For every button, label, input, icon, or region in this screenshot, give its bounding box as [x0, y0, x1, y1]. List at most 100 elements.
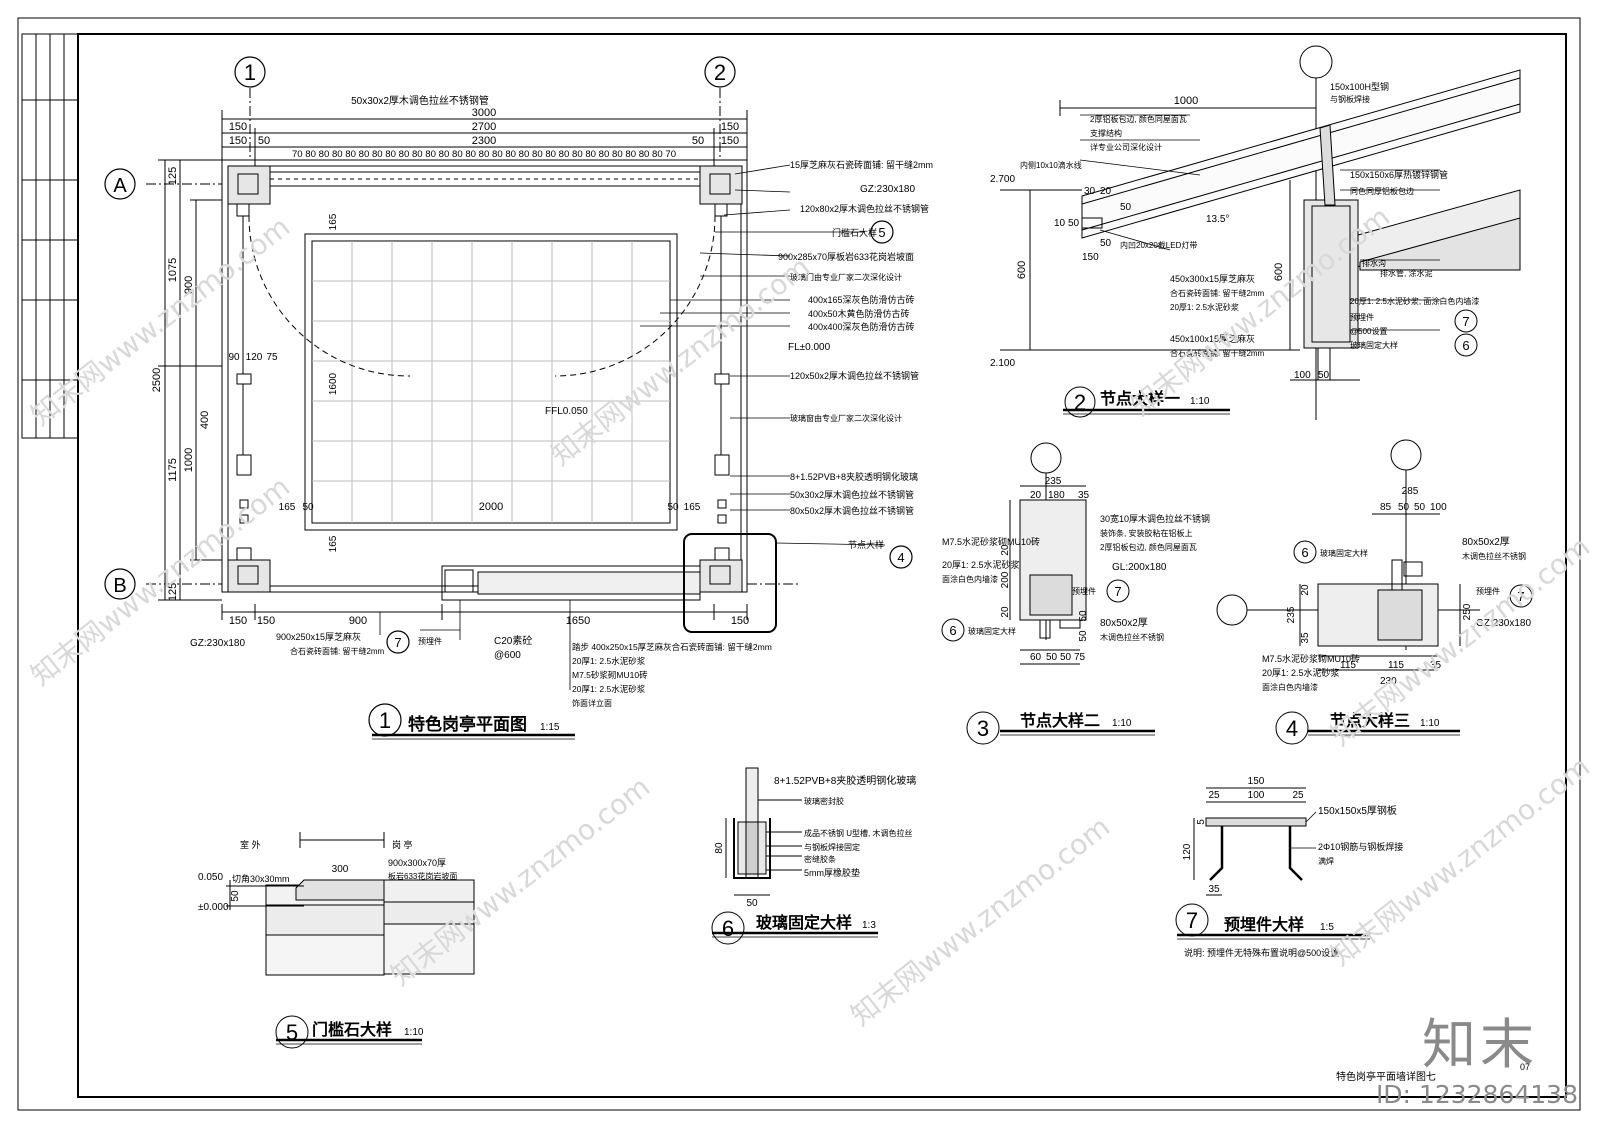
threshold-note-1: 板岩633花岗岩坡面 — [388, 871, 457, 881]
plan-dim-50-il: 50 — [302, 502, 314, 513]
glassfix-number: 6 — [722, 916, 734, 941]
threshold-level-0050: 0.050 — [198, 872, 223, 883]
node1-dim-50d: 50 — [1318, 370, 1330, 381]
node1-dim-50b: 50 — [1120, 202, 1132, 213]
plan-dim-1600: 1600 — [328, 372, 339, 395]
node2-drawing — [941, 442, 1155, 745]
node2-title: 节点大样二 — [1020, 711, 1100, 730]
glassfix-note-2: 成品不锈钢 U型槽, 木调色拉丝 — [804, 828, 912, 838]
node1-note-14: 合石瓷砖面铺: 留干缝2mm — [1170, 348, 1265, 358]
node1-note-13: 450x100x15厚芝麻灰 — [1170, 333, 1255, 344]
node3-dim-20: 20 — [1300, 584, 1311, 596]
plan-note-10: 玻璃窗由专业厂家二次深化设计 — [790, 413, 902, 423]
node2-note-r3: GL:200x180 — [1112, 562, 1167, 573]
glassfix-scale: 1:3 — [862, 920, 876, 931]
threshold-title: 门槛石大样 — [312, 1020, 392, 1039]
plan-drawing — [146, 88, 886, 740]
node1-note-16: 20厚1: 2.5水泥砂浆, 面涂白色内墙漆 — [1350, 296, 1479, 306]
node2-dim-235: 235 — [1045, 476, 1062, 487]
node2-dim-75: 75 — [1074, 652, 1086, 663]
node1-note-18: @500设置 — [1350, 326, 1387, 336]
plan-bnote-5: 踏步 400x250x15厚芝麻灰合石瓷砖面铺: 留干缝2mm — [572, 642, 772, 652]
node1-dim-150: 150 — [1082, 252, 1099, 263]
plan-note-7: 400x50木黄色防滑仿古砖 — [808, 308, 910, 319]
plan-scale: 1:15 — [540, 722, 560, 733]
glassfix-note-3: 与钢板焊接固定 — [804, 842, 860, 852]
plan-dim-75: 75 — [266, 352, 278, 363]
node2-dim-60: 60 — [1030, 652, 1042, 663]
node2-note-r4: 预埋件 — [1072, 586, 1096, 596]
node2-note-r6: 木调色拉丝不锈钢 — [1100, 632, 1164, 642]
node1-note-17: 预埋件 — [1350, 312, 1374, 322]
plan-dim-165-b: 165 — [328, 535, 339, 552]
plan-top-note: 50x30x2厚木调色拉丝不锈钢管 — [351, 94, 489, 107]
node3-dim-35: 35 — [1300, 632, 1311, 644]
plan-note-6: 400x165深灰色防滑仿古砖 — [808, 294, 915, 305]
embed-drawing — [1175, 787, 1370, 940]
node2-note-l1: 20厚1: 2.5水泥砂浆 — [942, 559, 1020, 570]
embed-dim-120: 120 — [1182, 843, 1193, 860]
glassfix-note-1: 玻璃密封胶 — [804, 796, 844, 806]
plan-bnote-9: 饰面详立面 — [572, 698, 612, 708]
node2-note-r2: 2厚铝板包边, 颜色同屋面瓦 — [1100, 542, 1197, 552]
node2-note-r1: 装饰条, 安装胶粘在铝板上 — [1100, 528, 1192, 538]
node1-note-15: 排水管, 涂水泥 — [1380, 268, 1432, 278]
node1-dim-50c: 50 — [1068, 218, 1080, 229]
node3-dim-115b: 115 — [1388, 660, 1404, 671]
glassfix-drawing — [711, 767, 878, 945]
plan-note-13: 80x50x2厚木调色拉丝不锈钢管 — [790, 505, 914, 516]
node1-dim-1000: 1000 — [1174, 95, 1198, 107]
node2-number: 3 — [977, 716, 989, 741]
node1-note-5: 内侧10x10滴水线 — [1020, 160, 1082, 170]
node1-dim-100: 100 — [1294, 370, 1311, 381]
node3-note-0: 玻璃固定大样 — [1320, 548, 1368, 558]
axis-row-b: B — [113, 575, 126, 597]
node1-drawing — [1000, 45, 1521, 420]
node3-note-2: 木调色拉丝不锈钢 — [1462, 551, 1526, 561]
embed-dim-100: 100 — [1248, 790, 1265, 801]
plan-note-2: 120x80x2厚木调色拉丝不锈钢管 — [800, 203, 929, 214]
node1-note-2: 2厚铝板包边, 颜色同屋面瓦 — [1090, 114, 1187, 124]
embed-note-2: 满焊 — [1318, 856, 1334, 866]
plan-dim-125-a: 125 — [167, 167, 179, 185]
plan-bnote-0: 900x250x15厚芝麻灰 — [276, 631, 361, 642]
node3-dim-250: 250 — [1462, 603, 1473, 620]
embed-dim-35: 35 — [1208, 884, 1220, 895]
plan-bnote-7: M7.5砂浆砌MU10砖 — [572, 670, 648, 680]
node1-note-1: 与钢板焊接 — [1330, 94, 1370, 104]
node3-scale: 1:10 — [1420, 718, 1440, 729]
plan-dim-1175: 1175 — [167, 458, 179, 482]
node2-dim-50d: 50 — [1060, 652, 1072, 663]
threshold-label-in: 岗 亭 — [392, 839, 413, 850]
node3-drawing — [1216, 439, 1533, 745]
plan-dim-1075: 1075 — [167, 258, 179, 282]
plan-note-11: 8+1.52PVB+8夹胶透明钢化玻璃 — [790, 471, 918, 482]
plan-ref-5: 5 — [878, 225, 885, 240]
threshold-drawing — [226, 832, 475, 1049]
glassfix-title: 玻璃固定大样 — [756, 913, 852, 932]
node3-dim-235: 235 — [1286, 606, 1297, 623]
glassfix-note-5: 5mm厚橡胶垫 — [804, 867, 860, 878]
outer-frame — [17, 17, 1581, 1111]
watermark-brand: 知末 — [1422, 1013, 1538, 1076]
node1-dim-angle: 13.5° — [1206, 214, 1229, 225]
plan-dim-150-tl2: 150 — [229, 135, 247, 147]
embed-note-1: 2Φ10钢筋与钢板焊接 — [1318, 841, 1403, 852]
node1-dim-600: 600 — [1016, 261, 1028, 279]
node1-note-7: 同色同厚铝板包边 — [1350, 186, 1414, 196]
node1-note-8: 内凹20x20截LED灯带 — [1120, 240, 1197, 250]
plan-bnote-8: 20厚1: 2.5水泥砂浆 — [572, 684, 646, 694]
embed-dim-25b: 25 — [1292, 790, 1304, 801]
plan-dim-50-ir: 50 — [667, 502, 679, 513]
node2-dim-50b: 50 — [1078, 630, 1089, 642]
title-block — [21, 33, 79, 439]
plan-dim-150-tl: 150 — [229, 121, 247, 133]
node1-dim-30: 30 — [1084, 186, 1096, 197]
node2-note-l3: 玻璃固定大样 — [968, 626, 1016, 636]
plan-note-1: GZ:230x180 — [860, 184, 915, 195]
plan-bdim-1650: 1650 — [566, 615, 590, 627]
node1-dim-10: 10 — [1054, 218, 1066, 229]
node1-note-3: 支撑结构 — [1090, 128, 1122, 138]
node3-note-5: M7.5水泥砂浆砌MU10砖 — [1262, 653, 1360, 664]
node1-note-10: 450x300x15厚芝麻灰 — [1170, 273, 1255, 284]
